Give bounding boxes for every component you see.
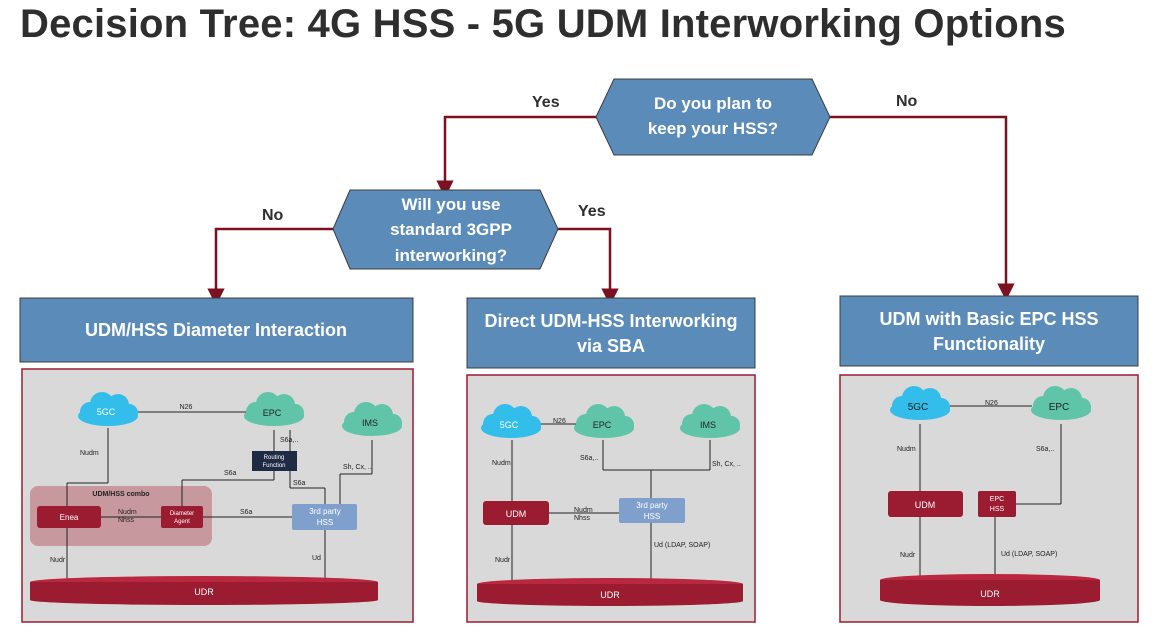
svg-text:N26: N26 bbox=[553, 418, 566, 425]
option-left-title: UDM/HSS Diameter Interaction bbox=[85, 320, 347, 340]
svg-text:N26: N26 bbox=[985, 400, 998, 407]
third-party-hss-box bbox=[292, 504, 357, 530]
diameter-agent-box bbox=[161, 506, 203, 528]
svg-text:S6a,..: S6a,.. bbox=[280, 437, 298, 444]
svg-text:Nudm: Nudm bbox=[897, 446, 916, 453]
q1-yes-arrow bbox=[436, 115, 596, 198]
svg-text:Ud (LDAP, SOAP): Ud (LDAP, SOAP) bbox=[1001, 551, 1057, 558]
option-middle-title-line2: via SBA bbox=[577, 336, 645, 356]
svg-text:IMS: IMS bbox=[700, 420, 716, 430]
svg-text:S6a: S6a bbox=[293, 480, 306, 487]
svg-text:5GC: 5GC bbox=[908, 402, 929, 413]
svg-text:Ud: Ud bbox=[312, 555, 321, 562]
svg-text:Nudr: Nudr bbox=[495, 557, 511, 564]
q2-line3: interworking? bbox=[395, 246, 507, 265]
page-title: Decision Tree: 4G HSS - 5G UDM Interwork… bbox=[20, 2, 1066, 46]
q2-no-arrow bbox=[207, 227, 333, 306]
svg-text:Nudm: Nudm bbox=[492, 460, 511, 467]
udr-label: UDR bbox=[194, 587, 214, 597]
svg-text:Nhss: Nhss bbox=[574, 515, 590, 522]
svg-text:S6a: S6a bbox=[240, 509, 253, 516]
svg-text:Sh, Cx, ..: Sh, Cx, .. bbox=[343, 464, 372, 471]
option-middle-title-line1: Direct UDM-HSS Interworking bbox=[484, 311, 737, 331]
svg-text:EPC: EPC bbox=[990, 496, 1004, 503]
svg-text:3rd party: 3rd party bbox=[309, 507, 341, 516]
svg-text:S6a,..: S6a,.. bbox=[580, 455, 598, 462]
svg-text:Nhss: Nhss bbox=[118, 517, 134, 524]
svg-text:Diameter: Diameter bbox=[170, 511, 194, 517]
svg-text:EPC: EPC bbox=[593, 420, 612, 430]
svg-text:Agent: Agent bbox=[174, 519, 190, 525]
q1-yes-label: Yes bbox=[532, 94, 560, 111]
option-right-header: UDM with Basic EPC HSS Functionality bbox=[839, 295, 1139, 367]
svg-text:3rd party: 3rd party bbox=[636, 501, 668, 510]
connector-arrows bbox=[207, 115, 1015, 306]
q1-no-label: No bbox=[896, 93, 918, 110]
q1-line1: Do you plan to bbox=[654, 94, 772, 113]
svg-text:UDR: UDR bbox=[600, 590, 620, 600]
svg-text:5GC: 5GC bbox=[97, 407, 116, 417]
svg-text:Enea: Enea bbox=[60, 513, 79, 522]
q1-line2: keep your HSS? bbox=[648, 119, 778, 138]
question-standard-interworking: Will you use standard 3GPP interworking? bbox=[332, 189, 559, 270]
svg-text:HSS: HSS bbox=[644, 512, 660, 521]
svg-text:S6a,..: S6a,.. bbox=[1036, 446, 1054, 453]
routing-function-box bbox=[252, 451, 297, 471]
q2-no-label: No bbox=[262, 207, 284, 224]
svg-text:EPC: EPC bbox=[263, 408, 282, 418]
svg-text:Nudm: Nudm bbox=[80, 450, 99, 457]
svg-text:HSS: HSS bbox=[317, 518, 333, 527]
svg-text:UDM: UDM bbox=[506, 509, 527, 519]
svg-text:EPC: EPC bbox=[1049, 402, 1070, 413]
svg-text:N26: N26 bbox=[180, 404, 193, 411]
left-architecture-diagram: UDM/HSS combo 5GC EPC IMS N2 bbox=[21, 368, 414, 623]
option-right-title-line2: Functionality bbox=[933, 334, 1045, 354]
option-right-title-line1: UDM with Basic EPC HSS bbox=[879, 309, 1098, 329]
question-keep-hss: Do you plan to keep your HSS? bbox=[595, 78, 831, 156]
svg-text:Sh, Cx, ..: Sh, Cx, .. bbox=[712, 461, 741, 468]
svg-text:UDR: UDR bbox=[980, 589, 1000, 599]
middle-architecture-diagram: 5GC EPC IMS N26 Nudm S6a,.. Sh, Cx, .. U… bbox=[466, 374, 756, 623]
udm-hss-combo-area bbox=[30, 486, 212, 546]
svg-text:IMS: IMS bbox=[362, 418, 378, 428]
enea-box bbox=[37, 506, 101, 528]
combo-label: UDM/HSS combo bbox=[92, 491, 149, 498]
svg-text:Nudm: Nudm bbox=[574, 507, 593, 514]
q2-line2: standard 3GPP bbox=[390, 220, 512, 239]
q2-yes-arrow bbox=[558, 227, 619, 306]
svg-text:HSS: HSS bbox=[990, 506, 1005, 513]
svg-text:Ud (LDAP, SOAP): Ud (LDAP, SOAP) bbox=[654, 542, 710, 549]
svg-text:Nudm: Nudm bbox=[118, 509, 137, 516]
svg-text:Nudr: Nudr bbox=[900, 552, 916, 559]
option-middle-header: Direct UDM-HSS Interworking via SBA bbox=[466, 297, 756, 369]
svg-text:S6a: S6a bbox=[224, 470, 237, 477]
q2-yes-label: Yes bbox=[578, 203, 606, 220]
svg-text:Function: Function bbox=[262, 463, 285, 469]
svg-text:5GC: 5GC bbox=[500, 420, 519, 430]
svg-text:Nudr: Nudr bbox=[50, 557, 66, 564]
svg-text:Routing: Routing bbox=[264, 455, 285, 461]
q2-line1: Will you use bbox=[401, 195, 500, 214]
q1-no-arrow bbox=[830, 115, 1015, 301]
option-left-header: UDM/HSS Diameter Interaction bbox=[19, 297, 414, 363]
right-architecture-diagram: 5GC EPC N26 Nudm S6a,.. UDM EPC HSS Nudr… bbox=[839, 374, 1139, 623]
svg-text:UDM: UDM bbox=[915, 500, 936, 510]
